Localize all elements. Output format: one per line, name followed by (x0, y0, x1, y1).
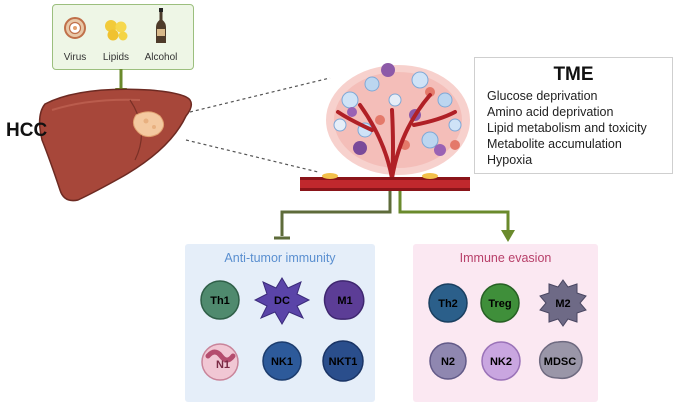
cell-n1: N1 (201, 343, 239, 381)
cell-label: NK1 (271, 356, 293, 368)
zoom-line-bottom (185, 139, 319, 173)
immune-evasion-cells: Th2 Treg M2 N2 NK2 MDSC (428, 279, 587, 381)
immune-evasion-panel: Immune evasion Th2 Treg M2 N2 NK2 MDSC (413, 244, 598, 402)
risk-factors-box: Virus Lipids Alcohol (52, 4, 194, 70)
cell-dc: DC (253, 277, 311, 325)
cell-label: M1 (337, 295, 352, 307)
cell-label: N2 (441, 356, 455, 368)
immune-evasion-title: Immune evasion (459, 251, 552, 265)
tme-title: TME (553, 64, 594, 85)
cell-th1: Th1 (200, 280, 240, 320)
liver-illustration (38, 88, 193, 202)
cell-mdsc: MDSC (538, 340, 583, 380)
cell-nkt1: NKT1 (322, 340, 364, 382)
zoom-line-top (189, 77, 331, 113)
cell-th2: Th2 (428, 283, 468, 323)
anti-tumor-title: Anti-tumor immunity (224, 251, 336, 265)
anti-tumor-cells: Th1 DC M1 N1 NK1 NKT1 (200, 277, 365, 382)
risk-label-alcohol: Alcohol (144, 52, 178, 63)
cell-treg: Treg (480, 283, 520, 323)
tme-item: Amino acid deprivation (487, 105, 614, 119)
inhibition-connector (274, 191, 392, 240)
cell-label: NKT1 (329, 356, 358, 368)
cell-label: MDSC (544, 356, 576, 368)
tme-item: Lipid metabolism and toxicity (487, 121, 647, 135)
tme-item: Metabolite accumulation (487, 137, 622, 151)
cell-label: NK2 (490, 356, 512, 368)
risk-label-lipids: Lipids (102, 52, 130, 63)
cell-label: DC (274, 295, 290, 307)
tme-box: TME Glucose deprivation Amino acid depri… (474, 57, 673, 174)
cell-label: Th2 (438, 298, 458, 310)
tme-item: Glucose deprivation (487, 89, 598, 103)
alcohol-bottle-icon (156, 8, 166, 43)
lipids-icon (105, 20, 128, 41)
tumor-cluster (326, 63, 470, 180)
cell-label: N1 (216, 359, 230, 371)
anti-tumor-panel: Anti-tumor immunity Th1 DC M1 N1 NK1 NKT… (185, 244, 375, 402)
cell-label: Th1 (210, 295, 230, 307)
cell-label: M2 (555, 298, 570, 310)
cell-n2: N2 (429, 342, 467, 380)
cell-m2: M2 (539, 279, 587, 327)
cell-nk1: NK1 (262, 341, 302, 381)
hcc-label: HCC (6, 120, 48, 141)
cell-label: Treg (488, 298, 511, 310)
cell-m1: M1 (323, 280, 365, 320)
activation-connector (398, 191, 515, 242)
blood-vessel (300, 173, 470, 191)
virus-icon (64, 17, 86, 39)
tme-item: Hypoxia (487, 153, 533, 167)
cell-nk2: NK2 (481, 341, 521, 381)
risk-label-virus: Virus (63, 52, 87, 63)
